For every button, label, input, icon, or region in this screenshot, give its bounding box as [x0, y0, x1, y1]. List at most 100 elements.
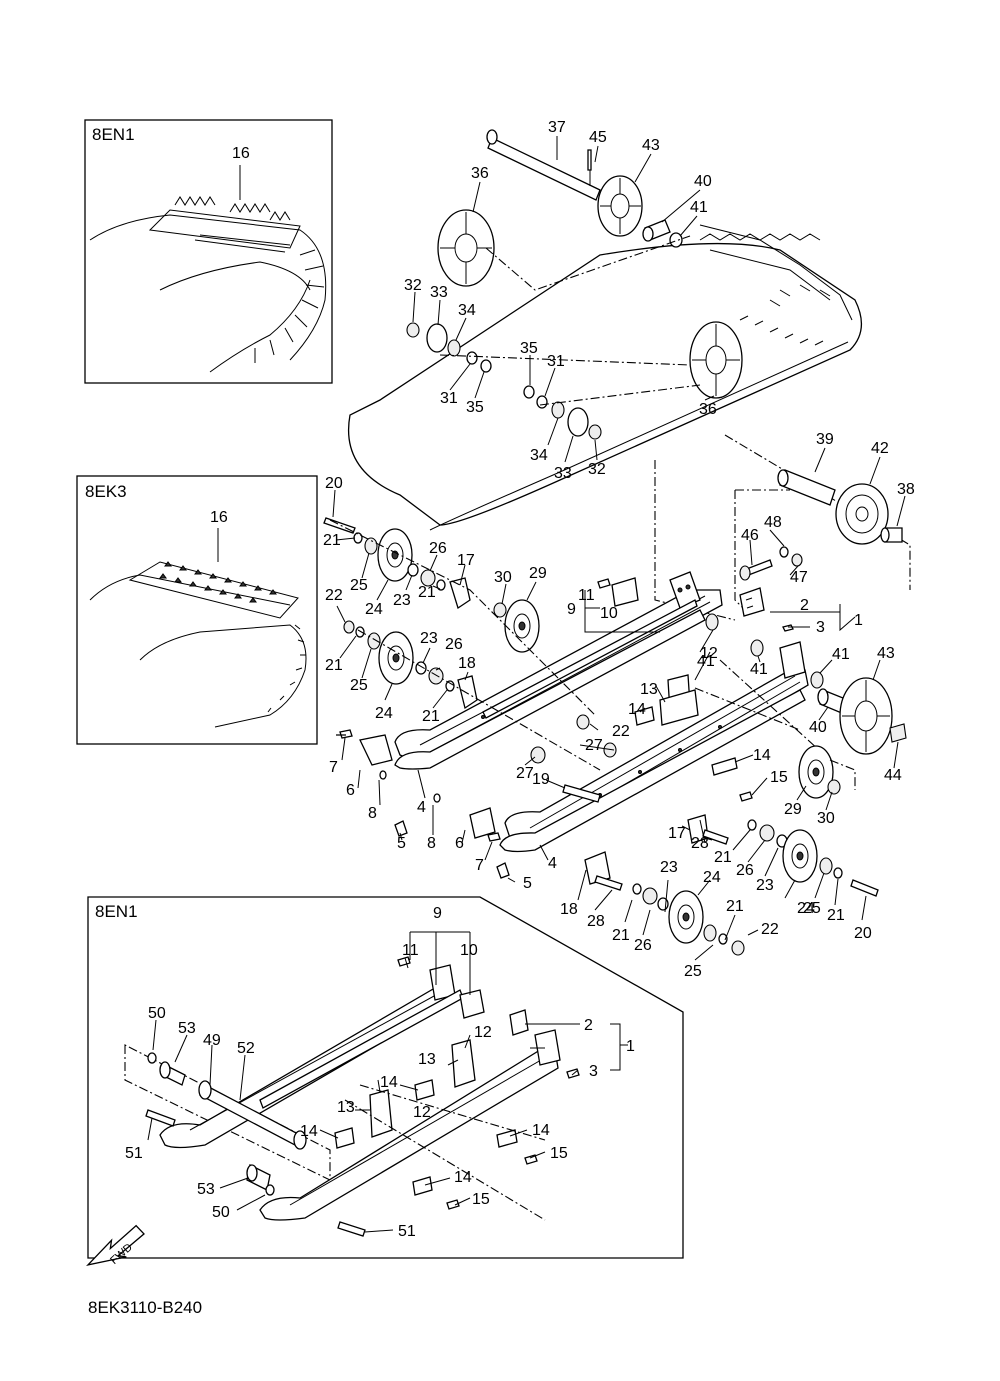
collar-23-a	[407, 563, 419, 577]
washer-8-l	[379, 770, 387, 780]
callout-14: 14	[532, 1122, 550, 1139]
callout-53: 53	[197, 1181, 215, 1198]
bolt-5-r	[496, 862, 510, 879]
callout-17: 17	[668, 825, 686, 842]
wheel-43	[839, 677, 893, 755]
nut-26-a	[420, 569, 436, 587]
callout-15: 15	[770, 769, 788, 786]
callout-27: 27	[516, 765, 534, 782]
diagram-code: 8EK3110-B240	[88, 1298, 202, 1317]
bearing-25-a	[364, 537, 378, 555]
callout-15: 15	[550, 1145, 568, 1162]
callout-2: 2	[800, 597, 809, 614]
callout-30: 30	[817, 810, 835, 827]
arm-17	[449, 577, 471, 610]
callout-31: 31	[547, 353, 565, 370]
track-lug-illustration	[89, 196, 327, 373]
callout-25: 25	[684, 963, 702, 980]
bolt-51-b	[337, 1221, 366, 1237]
seal-34-l	[447, 339, 461, 357]
nut-26-b	[428, 667, 444, 685]
washer-50-a	[147, 1052, 157, 1064]
rivet-7-r	[487, 832, 501, 842]
sprocket-43-top	[597, 175, 643, 237]
idler-wheels-left	[323, 517, 601, 771]
rear-axle-assembly	[406, 129, 743, 440]
callout-42: 42	[871, 440, 889, 457]
rivet-15-c	[446, 1199, 460, 1210]
front-idler-assembly	[705, 613, 907, 755]
nut-41-top	[669, 232, 683, 248]
callout-26: 26	[634, 937, 652, 954]
bolt-20-r	[850, 879, 879, 897]
wear-block-6-r	[469, 807, 496, 839]
callout-8: 8	[368, 805, 377, 822]
nut-30	[493, 602, 507, 618]
callout-43: 43	[877, 645, 895, 662]
bracket-rail-front	[669, 571, 701, 609]
washer-21-d	[445, 680, 455, 692]
callout-10: 10	[460, 942, 478, 959]
bracket-rail-rear	[779, 641, 806, 679]
callout-48: 48	[764, 514, 782, 531]
washer-35-r	[523, 385, 535, 399]
callout-25: 25	[350, 677, 368, 694]
callout-30: 30	[494, 569, 512, 586]
wheel-24-d	[668, 890, 704, 944]
inset-box-8en1-bottom: 8EN1	[87, 896, 684, 1259]
callout-21: 21	[726, 898, 744, 915]
sprocket-36-left	[437, 209, 495, 287]
callout-36: 36	[699, 401, 717, 418]
nut-22-b	[576, 714, 590, 730]
callout-12: 12	[700, 645, 718, 662]
cross-shaft-52	[293, 1130, 307, 1150]
callout-46: 46	[741, 527, 759, 544]
rivet-15-b	[524, 1154, 538, 1165]
callout-22: 22	[325, 587, 343, 604]
washer-21-b	[436, 579, 446, 591]
callout-21: 21	[418, 584, 436, 601]
callout-17: 17	[457, 552, 475, 569]
nut-47	[791, 553, 803, 567]
callout-51: 51	[398, 1223, 416, 1240]
seal-34-r	[551, 401, 565, 419]
callout-4: 4	[548, 855, 557, 872]
callout-14: 14	[454, 1169, 472, 1186]
callout-23: 23	[420, 630, 438, 647]
rail-bracket-2	[739, 587, 856, 632]
washer-21-a	[353, 532, 363, 544]
nut-41-a	[705, 613, 719, 631]
callout-41: 41	[750, 661, 768, 678]
slide-strip	[482, 599, 698, 719]
wheel-42	[835, 483, 889, 545]
callout-14: 14	[753, 747, 771, 764]
callout-34: 34	[458, 302, 476, 319]
callout-11: 11	[402, 942, 419, 959]
callout-21: 21	[827, 907, 845, 924]
inset-box-8en1-top: 8EN1 16	[84, 119, 333, 384]
callout-49: 49	[203, 1032, 221, 1049]
callout-13: 13	[640, 681, 658, 698]
inset-title: 8EK3	[85, 482, 127, 501]
washer-21-g	[632, 883, 642, 895]
callout-22: 22	[612, 723, 630, 740]
callout-23: 23	[756, 877, 774, 894]
bottom-rail-right	[259, 1029, 561, 1221]
callout-21: 21	[714, 849, 732, 866]
callout-12: 12	[413, 1104, 431, 1121]
nut-41-c	[810, 671, 824, 689]
washer-50-b	[265, 1184, 275, 1196]
shaft-end	[486, 129, 498, 145]
callout-35: 35	[520, 340, 538, 357]
rivet-7-l	[336, 729, 353, 739]
idler-wheels-right	[584, 745, 879, 956]
bolt-20-l	[323, 517, 356, 534]
callout-18: 18	[560, 901, 578, 918]
sprocket-36-right	[689, 321, 743, 399]
nut-27-b	[603, 742, 617, 758]
wear-block-6-l	[359, 734, 393, 766]
rivet-11	[597, 578, 611, 589]
callout-27: 27	[585, 737, 603, 754]
arm-18-b	[584, 851, 611, 885]
